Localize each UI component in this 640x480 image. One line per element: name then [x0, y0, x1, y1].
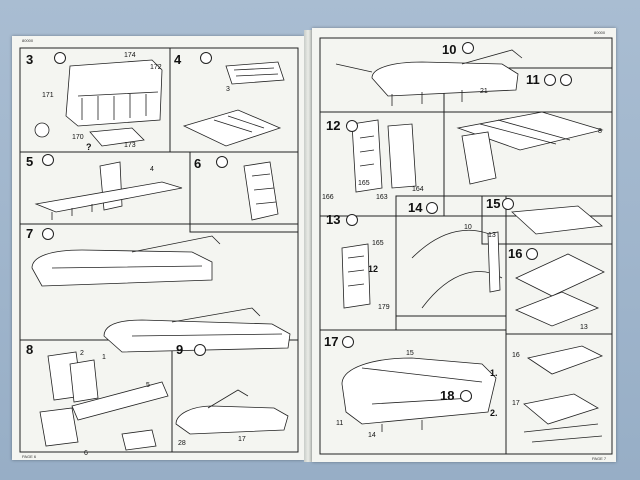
left-header-code: 80000 [22, 38, 34, 43]
step-4-number: 4 [174, 52, 182, 67]
step-13-number: 13 [326, 212, 341, 227]
glue-icon [194, 344, 206, 356]
step-17-number: 17 [324, 334, 339, 349]
glue-icon [346, 214, 358, 226]
glue-icon [544, 74, 556, 86]
paint-icon [560, 74, 572, 86]
part-label-8: 8 [598, 128, 602, 135]
step-12-number: 12 [326, 118, 341, 133]
step-5-number: 5 [26, 154, 34, 169]
part-label-12: 12 [368, 264, 379, 274]
part-label-28: 28 [178, 440, 186, 447]
part-label-165-b: 165 [372, 240, 384, 247]
glue-icon [42, 154, 54, 166]
step-18-number: 18 [440, 388, 455, 403]
part-label-13: 13 [488, 232, 496, 239]
right-page-footer: PAGE 7 [592, 456, 607, 461]
part-label-17: 17 [238, 436, 246, 443]
part-label-1: 1 [102, 354, 106, 361]
step-11-number: 11 [526, 72, 540, 87]
part-label-11: 11 [336, 420, 344, 427]
part-label-174: 174 [124, 52, 136, 59]
part-label-4: 4 [150, 166, 154, 173]
left-page-footer: PAGE 6 [22, 454, 37, 459]
glue-icon [342, 336, 354, 348]
part-label-13-b: 13 [580, 324, 588, 331]
part-label-17: 17 [512, 400, 520, 407]
step-14-number: 14 [408, 200, 423, 215]
glue-icon [54, 52, 66, 64]
glue-icon [216, 156, 228, 168]
step-9-number: 9 [176, 342, 184, 357]
part-label-163: 163 [376, 194, 388, 201]
part-label-172: 172 [150, 64, 162, 71]
step-7-number: 7 [26, 226, 34, 241]
part-label-166: 166 [322, 194, 334, 201]
glue-icon [502, 198, 514, 210]
question-mark-label: ? [86, 142, 92, 152]
substep-1: 1. [490, 368, 498, 378]
step-8-number: 8 [26, 342, 34, 357]
right-instruction-page: 10 11 12 13 14 15 16 17 18 21 8 166 165 … [312, 28, 616, 462]
part-label-6: 6 [84, 450, 88, 457]
part-label-164: 164 [412, 186, 424, 193]
step-15-number: 15 [486, 196, 501, 211]
part-label-21: 21 [480, 88, 488, 95]
part-label-171: 171 [42, 92, 54, 99]
glue-icon [42, 228, 54, 240]
step-10-number: 10 [442, 42, 457, 57]
glue-icon [200, 52, 212, 64]
right-header-code: 80000 [594, 30, 606, 35]
part-label-5: 5 [146, 382, 150, 389]
step-3-number: 3 [26, 52, 34, 67]
part-label-3: 3 [226, 86, 230, 93]
part-label-179: 179 [378, 304, 390, 311]
part-label-10: 10 [464, 224, 472, 231]
part-label-2: 2 [80, 350, 84, 357]
part-label-173: 173 [124, 142, 136, 149]
glue-icon [426, 202, 438, 214]
step-16-number: 16 [508, 246, 523, 261]
binding-spine [304, 30, 312, 462]
left-instruction-page: 3 4 5 6 7 8 9 174 172 171 173 170 ? 3 4 … [12, 36, 304, 460]
part-label-15: 15 [406, 350, 414, 357]
step-6-number: 6 [194, 156, 202, 171]
glue-icon [460, 390, 472, 402]
part-label-16: 16 [512, 352, 520, 359]
right-page-diagrams [319, 37, 613, 455]
part-label-165: 165 [358, 180, 370, 187]
substep-2: 2. [490, 408, 498, 418]
glue-icon [526, 248, 538, 260]
left-page-diagrams [19, 47, 299, 453]
glue-icon [346, 120, 358, 132]
glue-icon [462, 42, 474, 54]
part-label-14: 14 [368, 432, 376, 439]
part-label-170: 170 [72, 134, 84, 141]
